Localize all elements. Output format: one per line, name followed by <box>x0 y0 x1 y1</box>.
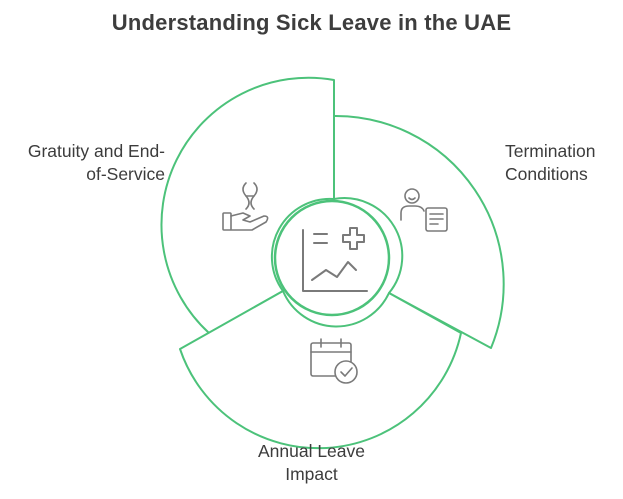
diagram-title: Understanding Sick Leave in the UAE <box>111 10 512 35</box>
label-termination-line-2: Conditions <box>505 164 588 184</box>
label-gratuity-line-1: Gratuity and End- <box>27 141 165 161</box>
label-annual-leave-line-1: Annual Leave <box>257 441 366 461</box>
label-annual-leave-impact: Annual Leave Impact <box>0 440 623 486</box>
person-with-document-icon <box>400 188 448 232</box>
segment-bottom <box>179 290 462 450</box>
segment-right <box>333 114 505 349</box>
label-gratuity-end-of-service: Gratuity and End- of-Service <box>28 140 165 186</box>
hand-receiving-money-icon <box>222 182 269 231</box>
label-termination-line-1: Termination <box>505 141 596 161</box>
chart-with-medical-cross-icon <box>302 227 368 292</box>
label-gratuity-line-2: of-Service <box>86 164 165 184</box>
label-termination-conditions: Termination Conditions <box>505 140 595 186</box>
center-circle <box>273 199 391 317</box>
label-annual-leave-line-2: Impact <box>285 464 338 484</box>
calendar-check-icon <box>310 338 358 384</box>
